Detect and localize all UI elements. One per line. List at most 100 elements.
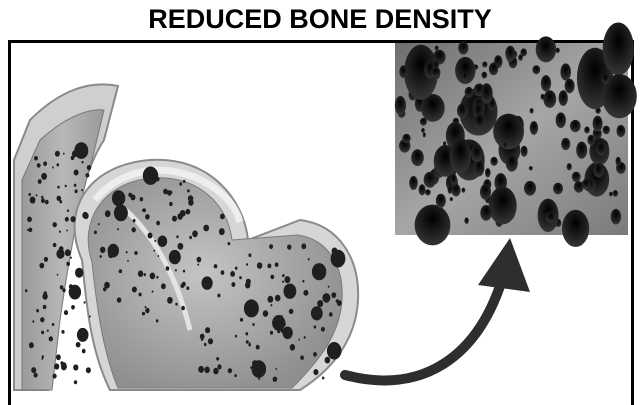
bone-pore: [84, 301, 86, 303]
texture-pore: [450, 174, 457, 185]
bone-pore: [28, 228, 32, 233]
bone-pore: [25, 289, 28, 292]
bone-pore: [228, 368, 232, 373]
texture-pore: [576, 142, 587, 159]
bone-pore: [187, 189, 190, 192]
texture-pore: [450, 197, 453, 201]
bone-pore: [74, 170, 79, 176]
bone-pore: [119, 269, 122, 273]
texture-pore: [524, 181, 536, 196]
bone-pore: [202, 276, 213, 289]
bone-pore: [74, 184, 77, 187]
texture-pore: [546, 211, 557, 223]
bone-pore: [203, 225, 209, 232]
bone-pore: [217, 364, 221, 369]
bone-pore: [322, 293, 330, 303]
bone-pore: [252, 360, 257, 366]
bone-pore: [325, 357, 331, 364]
texture-pore: [395, 96, 406, 115]
texture-pore: [530, 121, 538, 135]
bone-pore: [301, 243, 306, 249]
bone-pore: [38, 179, 42, 184]
bone-pore: [117, 228, 119, 230]
bone-pore: [39, 263, 44, 269]
bone-pore: [84, 331, 88, 336]
magnified-texture-panel: [395, 23, 637, 247]
bone-pore: [200, 334, 205, 340]
arrow-head-icon: [478, 238, 530, 292]
bone-pore: [33, 201, 35, 203]
bone-pore: [300, 356, 304, 360]
texture-pore: [448, 186, 453, 194]
bone-pore: [234, 374, 237, 377]
bone-pore: [248, 253, 251, 257]
bone-pore: [154, 250, 156, 252]
bone-pore: [36, 309, 39, 312]
bone-pore: [257, 262, 262, 269]
texture-pore: [402, 134, 410, 143]
bone-pore: [79, 337, 81, 339]
bone-pore: [214, 264, 218, 268]
bone-pore: [311, 306, 323, 320]
bone-pore: [117, 297, 122, 302]
texture-pore: [489, 187, 517, 225]
bone-pore: [172, 216, 177, 222]
texture-pore: [518, 54, 523, 60]
bone-pore: [246, 263, 248, 266]
bone-pore: [41, 198, 45, 203]
bone-pore: [183, 270, 185, 273]
bone-pore: [28, 193, 31, 196]
bone-pore: [252, 323, 254, 326]
bone-pore: [75, 268, 83, 278]
bone-pore: [197, 264, 199, 266]
bone-pore: [220, 214, 225, 220]
bone-pore: [221, 270, 225, 275]
bone-pore: [167, 190, 172, 196]
bone-pore: [143, 167, 158, 185]
bone-pore: [86, 367, 91, 373]
bone-pore: [108, 244, 119, 258]
bone-pore: [275, 263, 279, 267]
bone-pore: [108, 212, 110, 215]
texture-pore: [553, 183, 563, 195]
bone-pore: [150, 273, 156, 280]
bone-pore: [53, 222, 57, 227]
bone-pore: [49, 336, 53, 341]
bone-pore: [245, 332, 248, 335]
bone-pore: [65, 185, 67, 188]
bone-pore: [81, 189, 83, 191]
texture-pore: [462, 72, 468, 81]
texture-pore: [465, 87, 474, 98]
bone-pore: [156, 319, 159, 322]
texture-pore: [490, 157, 497, 166]
bone-pore: [303, 290, 308, 296]
bone-pore: [329, 312, 333, 316]
bone-pore: [70, 257, 72, 259]
bone-pore: [268, 296, 274, 303]
bone-pore: [256, 345, 260, 350]
bone-pore: [37, 163, 41, 167]
bone-pore: [273, 377, 278, 382]
texture-pore: [409, 176, 418, 190]
bone-pore: [208, 338, 213, 344]
bone-pore: [321, 327, 325, 332]
texture-pore: [471, 145, 483, 162]
bone-pore: [216, 357, 219, 361]
texture-pore: [458, 41, 468, 54]
bone-pore: [282, 274, 285, 277]
texture-pore: [451, 184, 460, 196]
bone-pore: [74, 142, 88, 159]
bone-pore: [44, 257, 48, 262]
bone-pore: [134, 251, 137, 255]
bone-pore: [142, 312, 145, 316]
bone-pore: [114, 205, 128, 222]
bone-pore: [74, 380, 77, 384]
bone-pore: [126, 251, 128, 253]
bone-pore: [156, 276, 158, 279]
bone-pore: [34, 373, 38, 378]
bone-pore: [60, 361, 63, 365]
bone-pore: [45, 200, 49, 205]
bone-pore: [43, 305, 47, 309]
bone-pore: [143, 208, 146, 212]
